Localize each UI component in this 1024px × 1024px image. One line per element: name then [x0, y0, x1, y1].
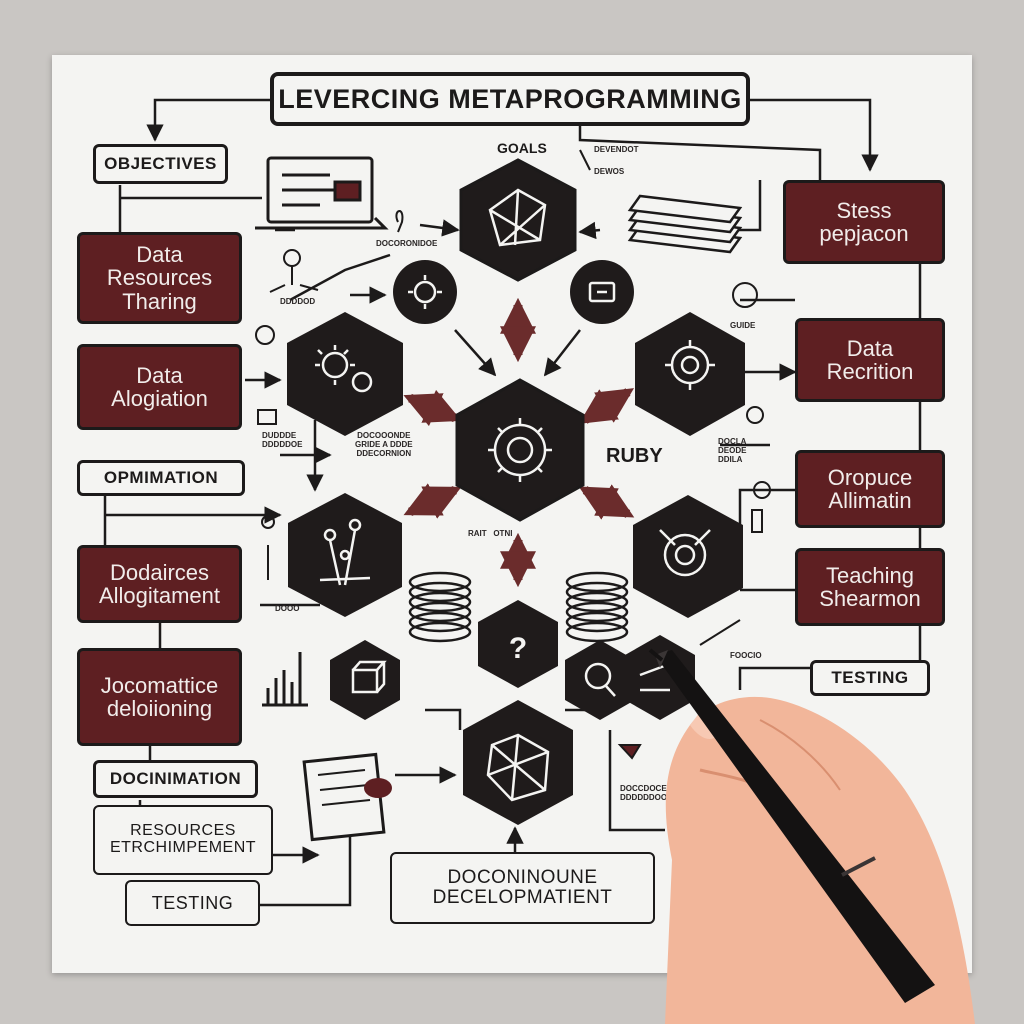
polyhedron-icon	[488, 188, 547, 247]
objectives-box[interactable]: OBJECTIVES	[93, 144, 228, 184]
hex-question-node[interactable]	[478, 600, 558, 688]
hex-graph-right-node[interactable]	[633, 495, 743, 618]
oropuce-allimatin-box[interactable]: Oropuce Allimatin	[795, 450, 945, 528]
paper-stack-icon	[627, 194, 743, 254]
notebook-icon	[302, 752, 392, 842]
goals-label: GOALS	[497, 140, 547, 156]
gear-cluster-icon	[315, 345, 373, 393]
scribble-8: DOCLA DEODE DDILA	[718, 437, 747, 464]
data-resources-tharing-box[interactable]: Data Resources Tharing	[77, 232, 242, 324]
node-icons	[315, 188, 715, 802]
opmimation-box[interactable]: OPMIMATION	[77, 460, 245, 496]
circle-gear-left[interactable]	[393, 260, 457, 324]
double-arrows	[403, 297, 635, 588]
scribble-3: DEWOS	[594, 167, 625, 176]
laptop-icon	[255, 156, 389, 230]
scribble-1: DOCORONIDOE	[376, 239, 438, 248]
gear-right-icon	[665, 340, 715, 390]
hex-gear-left-node[interactable]	[287, 312, 403, 436]
stess-pepjacon-box[interactable]: Stess pepjacon	[783, 180, 945, 264]
resources-etrchimpement-box[interactable]: RESOURCES ETRCHIMPEMENT	[93, 805, 273, 875]
doconinoune-decelopmatient-box[interactable]: DOCONINOUNE DECELOPMATIENT	[390, 852, 655, 924]
coil-stacks	[408, 571, 629, 643]
crate-icon	[351, 660, 387, 694]
hex-arrow-node[interactable]	[625, 635, 695, 720]
scribble-9: DOOO	[275, 604, 300, 613]
docinimation-box[interactable]: DOCINIMATION	[93, 760, 258, 798]
connector-lines	[103, 98, 922, 907]
jocomattice-delolioning-box[interactable]: Jocomattice deloiioning	[77, 648, 242, 746]
hexagon-nodes	[287, 158, 745, 825]
hex-graph-left-node[interactable]	[288, 493, 402, 617]
branch-graph-icon	[319, 518, 371, 586]
page-title: LEVERCING METAPROGRAMMING	[270, 72, 750, 126]
doodle-icons	[255, 149, 771, 760]
hex-goals-node[interactable]	[459, 158, 577, 282]
question-mark-glyph: ?	[509, 632, 527, 665]
ruby-label: RUBY	[606, 445, 663, 467]
scribble-4: DDDDOD	[280, 297, 316, 306]
testing-right-box[interactable]: TESTING	[810, 660, 930, 696]
magnifier-icon	[584, 662, 616, 697]
sun-gear-icon	[408, 275, 442, 309]
teaching-shearmon-box[interactable]: Teaching Shearmon	[795, 548, 945, 626]
data-alogiation-box[interactable]: Data Alogiation	[77, 344, 242, 430]
scribble-10: RAIT OTNI	[468, 529, 513, 538]
dodairces-allogitament-box[interactable]: Dodairces Allogitament	[77, 545, 242, 623]
scribble-12: DOCCDOCE DDDDDDOON	[620, 784, 673, 802]
scribble-7: DOCOOONDE GRIDE A DDDE DDECORNION	[355, 431, 413, 458]
scribble-11: FOOCIO	[730, 651, 762, 660]
data-recrition-box[interactable]: Data Recrition	[795, 318, 945, 402]
coil-right-icon	[565, 571, 629, 643]
hex-ruby-core-node[interactable]	[455, 378, 585, 522]
coil-left-icon	[408, 571, 472, 643]
screen-icon	[588, 281, 616, 303]
hex-lens-node[interactable]	[565, 640, 635, 720]
scribble-6: DUDDDE DDDDDOE	[262, 431, 303, 449]
bar-chart-icon	[262, 652, 308, 707]
network-icon	[486, 733, 550, 802]
scribble-5: GUIDE	[730, 321, 756, 330]
gear-icon	[488, 418, 552, 482]
testing-bottom-box[interactable]: TESTING	[125, 880, 260, 926]
scribble-2: DEVENDOT	[594, 145, 639, 154]
pen-icon	[648, 648, 935, 1003]
target-icon	[659, 529, 711, 577]
hex-box-node[interactable]	[330, 640, 400, 720]
